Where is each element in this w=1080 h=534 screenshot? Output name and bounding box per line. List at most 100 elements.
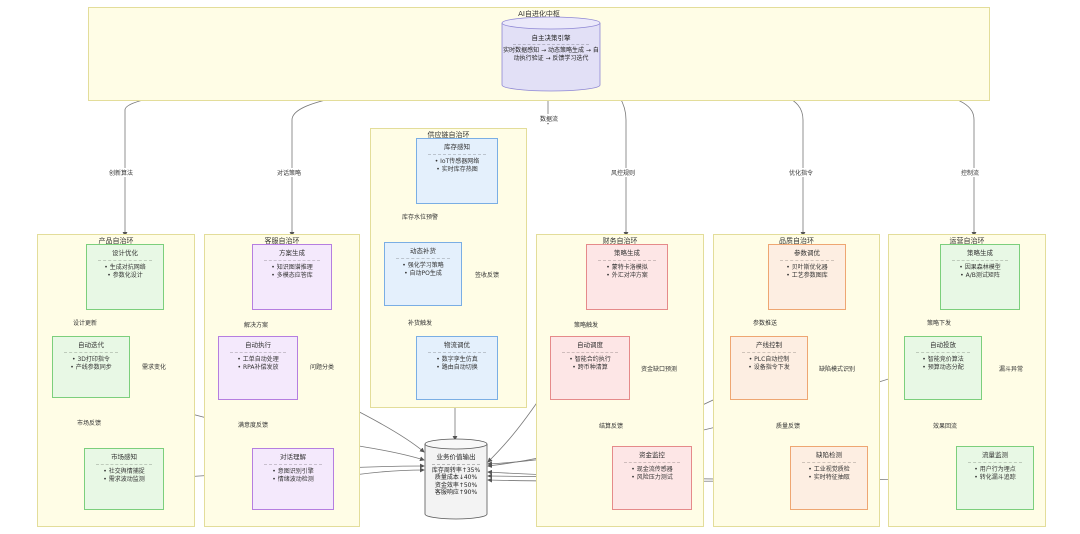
node-title: 缺陷检测 bbox=[816, 451, 842, 459]
output-title: 业务价值输出 bbox=[436, 453, 476, 461]
ops-strategy-node: 策略生成 • 因果森林模型 • A/B测试矩阵 bbox=[940, 244, 1020, 310]
traffic-monitor-node: 流量监测 • 用户行为埋点 • 转化漏斗追踪 bbox=[956, 446, 1034, 510]
edge-label-satisfaction: 满意度反馈 bbox=[237, 420, 270, 429]
node-item: • 数字孪生仿真 bbox=[436, 356, 478, 363]
node-item: • 智能合约执行 bbox=[569, 356, 611, 363]
node-item: • 贝叶斯优化器 bbox=[786, 264, 828, 271]
strategy-generate-node: 策略生成 • 蒙特卡洛模拟 • 外汇对冲方案 bbox=[586, 244, 668, 310]
output-item: 质量成本↓40% bbox=[434, 474, 478, 481]
engine-desc: 实时数据感知 → 动态策略生成 → 自动执行验证 → 反馈学习迭代 bbox=[503, 47, 599, 62]
edge-label-replenish-trigger: 补货触发 bbox=[407, 318, 434, 327]
node-title: 资金监控 bbox=[639, 451, 665, 459]
node-item: • 意图识别引擎 bbox=[272, 468, 314, 475]
edge-label-param-push: 参数推送 bbox=[752, 318, 779, 327]
customer-loop-title: 客服自治环 bbox=[264, 237, 300, 245]
market-sense-node: 市场感知 • 社交舆情捕捉 • 需求波动监测 bbox=[84, 448, 164, 510]
node-title: 设计优化 bbox=[112, 249, 138, 257]
finance-loop-title: 财务自治环 bbox=[602, 237, 638, 245]
output-item: 客服响应↑90% bbox=[434, 489, 478, 496]
product-loop-title: 产品自治环 bbox=[98, 237, 134, 245]
node-item: • 参数化设计 bbox=[107, 272, 143, 279]
edge-label-product: 创新算法 bbox=[108, 168, 135, 177]
node-title: 流量监测 bbox=[982, 451, 1008, 459]
edge-label-defect-mode: 缺陷模式识别 bbox=[818, 364, 857, 373]
node-title: 策略生成 bbox=[967, 249, 993, 257]
dynamic-replenish-node: 动态补货 • 强化学习策略 • 自动PO生成 bbox=[384, 242, 462, 306]
fund-monitor-node: 资金监控 • 现金流传感器 • 风险压力测试 bbox=[612, 446, 692, 510]
node-title: 自动迭代 bbox=[78, 341, 104, 349]
edge-label-effect-return: 效果回流 bbox=[932, 421, 959, 430]
auto-execute-node: 自动执行 • 工单自动处理 • RPA补偿发放 bbox=[218, 336, 298, 400]
node-item: • 自动PO生成 bbox=[404, 270, 442, 277]
auto-delivery-node: 自动投放 • 智能竞价算法 • 预算动态分配 bbox=[904, 336, 982, 400]
logistics-tune-node: 物流调优 • 数字孪生仿真 • 路由自动切换 bbox=[416, 336, 498, 400]
node-item: • IoT传感器网络 bbox=[434, 158, 480, 165]
inventory-sense-node: 库存感知 • IoT传感器网络 • 实时库存热图 bbox=[416, 138, 498, 204]
edge-label-supply: 数据流 bbox=[539, 114, 560, 123]
node-item: • 路由自动切换 bbox=[436, 364, 478, 371]
node-item: • 风险压力测试 bbox=[631, 474, 673, 481]
edge-label-strategy-trigger: 策略触发 bbox=[573, 320, 600, 329]
edge-label-demand-change: 需求变化 bbox=[141, 362, 168, 371]
node-item: • 生成对抗网络 bbox=[104, 264, 146, 271]
node-item: • A/B测试矩阵 bbox=[960, 272, 1000, 279]
node-item: • 强化学习策略 bbox=[402, 262, 444, 269]
node-title: 对话理解 bbox=[280, 453, 306, 461]
ops-loop-title: 运营自治环 bbox=[949, 237, 985, 245]
edge-label-question: 问题分类 bbox=[309, 362, 336, 371]
plan-generate-node: 方案生成 • 知识图谱推理 • 多模态应答库 bbox=[252, 244, 332, 310]
node-item: • 工业视觉质检 bbox=[808, 466, 850, 473]
node-item: • 外汇对冲方案 bbox=[606, 272, 648, 279]
supply-loop-title: 供应链自治环 bbox=[427, 131, 470, 139]
node-title: 参数调优 bbox=[794, 249, 820, 257]
node-item: • 需求波动监测 bbox=[103, 476, 145, 483]
engine-title: 自主决策引擎 bbox=[531, 34, 571, 42]
edge-label-ops: 控制流 bbox=[960, 168, 981, 177]
edge-label-receipt: 签收反馈 bbox=[474, 270, 501, 279]
engine-cylinder bbox=[501, 16, 601, 92]
node-item: • 多模态应答库 bbox=[271, 272, 313, 279]
node-item: • 转化漏斗追踪 bbox=[974, 474, 1016, 481]
node-item: • 实时特征抽取 bbox=[808, 474, 850, 481]
node-item: • 设备指令下发 bbox=[748, 364, 790, 371]
node-item: • 预算动态分配 bbox=[922, 364, 964, 371]
output-item: 库存周转率↑35% bbox=[431, 466, 481, 474]
auto-iterate-node: 自动迭代 • 3D打印指令 • 产线参数同步 bbox=[52, 336, 130, 398]
engine-node: 自主决策引擎 实时数据感知 → 动态策略生成 → 自动执行验证 → 反馈学习迭代 bbox=[503, 34, 599, 63]
param-tune-node: 参数调优 • 贝叶斯优化器 • 工艺参数图库 bbox=[768, 244, 846, 310]
node-item: • 知识图谱推理 bbox=[271, 264, 313, 271]
edge-label-solution: 解决方案 bbox=[243, 320, 270, 329]
edge-label-strategy-send: 策略下发 bbox=[926, 318, 953, 327]
line-control-node: 产线控制 • PLC自动控制 • 设备指令下发 bbox=[730, 336, 808, 400]
node-item: • 因果森林模型 bbox=[959, 264, 1001, 271]
node-item: • 社交舆情捕捉 bbox=[103, 468, 145, 475]
node-item: • 工艺参数图库 bbox=[786, 272, 828, 279]
node-item: • 现金流传感器 bbox=[631, 466, 673, 473]
node-title: 自动执行 bbox=[245, 341, 271, 349]
node-title: 策略生成 bbox=[614, 249, 640, 257]
node-item: • 产线参数同步 bbox=[70, 364, 112, 371]
output-node: 业务价值输出 库存周转率↑35% 质量成本↓40% 资金效率↑50% 客服响应↑… bbox=[426, 453, 486, 497]
node-item: • RPA补偿发放 bbox=[237, 364, 279, 371]
edge-label-threshold: 库存水位预警 bbox=[401, 212, 440, 221]
design-optimize-node: 设计优化 • 生成对抗网络 • 参数化设计 bbox=[86, 244, 164, 310]
node-title: 产线控制 bbox=[756, 341, 782, 349]
node-item: • 情绪波动检测 bbox=[272, 476, 314, 483]
node-title: 自动调度 bbox=[577, 341, 603, 349]
node-item: • 用户行为埋点 bbox=[974, 466, 1016, 473]
edge-label-settlement: 结算反馈 bbox=[598, 421, 625, 430]
node-item: • 工单自动处理 bbox=[237, 356, 279, 363]
node-title: 方案生成 bbox=[279, 249, 305, 257]
output-item: 资金效率↑50% bbox=[434, 481, 478, 489]
edge-label-customer: 对话策略 bbox=[276, 168, 303, 177]
node-item: • 实时库存热图 bbox=[436, 166, 478, 173]
node-item: • 蒙特卡洛模拟 bbox=[606, 264, 648, 271]
node-item: • 智能竞价算法 bbox=[922, 356, 964, 363]
node-title: 物流调优 bbox=[444, 341, 470, 349]
node-item: • 3D打印指令 bbox=[72, 356, 110, 363]
node-item: • PLC自动控制 bbox=[748, 356, 790, 363]
node-item: • 跨币种清算 bbox=[572, 364, 608, 371]
edge-label-design-update: 设计更新 bbox=[72, 318, 99, 327]
node-title: 自动投放 bbox=[930, 341, 956, 349]
output-cylinder bbox=[424, 438, 488, 520]
